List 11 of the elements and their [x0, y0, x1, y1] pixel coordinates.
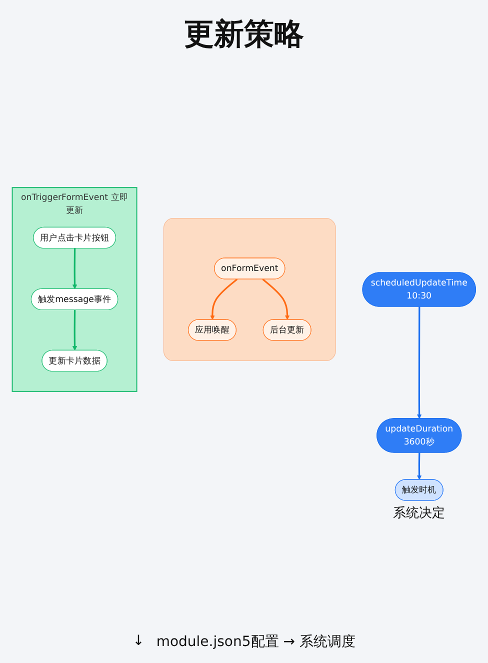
note-text: ↓: [132, 633, 144, 651]
arrow: [416, 306, 422, 419]
node-caption: 系统决定: [393, 505, 446, 522]
arrow: [210, 278, 238, 320]
cluster: [163, 218, 336, 361]
note-text: module.json5配置 → 系统调度: [156, 633, 356, 651]
arrow: [262, 278, 290, 320]
title: 更新策略: [184, 16, 304, 54]
arrow: [72, 310, 78, 351]
arrow: [416, 452, 422, 480]
arrow: [72, 248, 78, 290]
